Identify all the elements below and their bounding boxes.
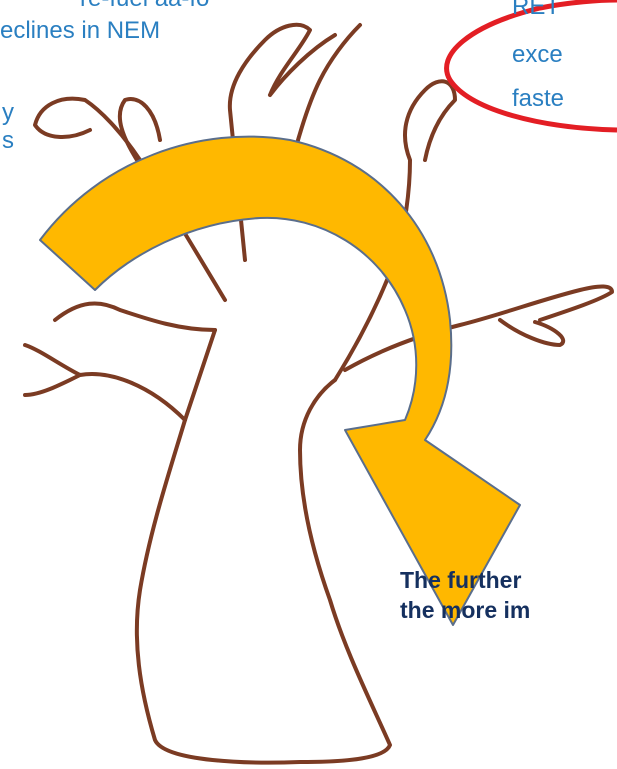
top-right-text-2: exce [512, 42, 563, 68]
left-text-s: s [2, 128, 14, 154]
tree-branch-left [25, 303, 215, 420]
left-text-y: y [2, 100, 14, 126]
curved-arrow [40, 137, 520, 625]
bottom-right-text-1: The further [400, 567, 521, 593]
top-right-text-1: RET [512, 0, 560, 20]
bottom-right-text-2: the more im [400, 597, 530, 623]
top-left-text-cut: re-fuel aa-fo [80, 0, 209, 12]
tree-branch-right [345, 286, 612, 370]
top-right-text-3: faste [512, 86, 564, 112]
top-left-text: eclines in NEM [0, 18, 160, 44]
tree-trunk [137, 330, 390, 763]
